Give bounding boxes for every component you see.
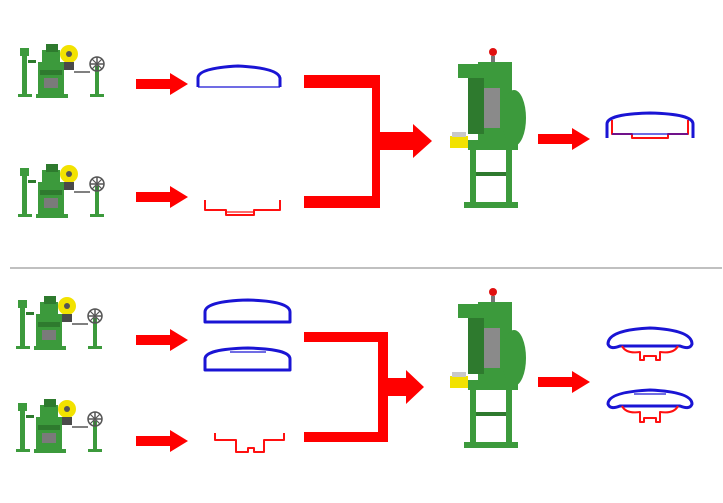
red-flat-base-part (204, 200, 281, 216)
blue-dome-cap-part (196, 64, 282, 88)
arrow-right (136, 186, 188, 208)
section-top (17, 43, 695, 219)
assembled-button-part (606, 326, 694, 361)
red-post-base-part (214, 433, 285, 453)
blue-dome-cap-part (203, 346, 292, 372)
assembly-press-machine-icon (450, 288, 526, 448)
assembly-press-machine-icon (450, 48, 526, 208)
merge-connector (304, 75, 432, 208)
arrow-right (538, 128, 590, 150)
feeder-press-machine-icon (17, 163, 105, 219)
arrow-right (136, 329, 188, 351)
assembled-button-part (605, 111, 695, 139)
arrow-right (136, 430, 188, 452)
arrow-right (538, 371, 590, 393)
merge-connector (304, 332, 424, 442)
section-bottom (15, 288, 694, 454)
arrow-right (136, 73, 188, 95)
assembled-button-part (606, 388, 694, 423)
feeder-press-machine-icon (15, 398, 103, 454)
feeder-press-machine-icon (15, 295, 103, 351)
blue-dome-cap-part (203, 298, 292, 324)
feeder-press-machine-icon (17, 43, 105, 99)
